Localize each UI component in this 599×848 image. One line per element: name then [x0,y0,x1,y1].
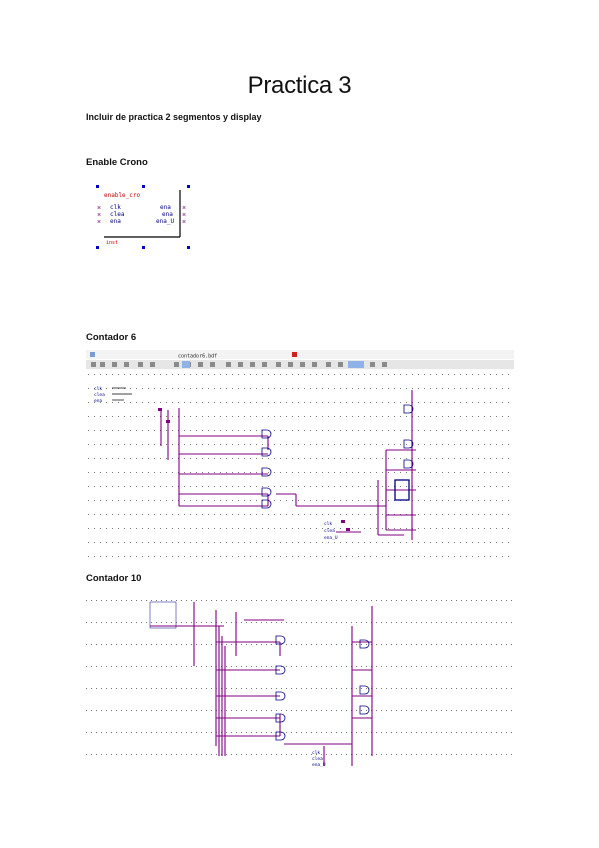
section-heading-contador6: Contador 6 [86,332,137,343]
svg-text:×: × [182,219,186,226]
svg-text:ena: ena [110,218,121,225]
svg-text:ena_U: ena_U [312,762,326,768]
svg-text:×: × [182,212,186,219]
svg-text:clea: clea [312,756,323,762]
svg-text:clea: clea [324,528,335,534]
svg-text:clk: clk [94,386,102,392]
svg-text:inst: inst [106,240,118,246]
svg-text:×: × [97,219,101,226]
window-title: contador6.bdf [178,354,217,360]
svg-text:×: × [97,205,101,212]
svg-text:ena_U: ena_U [156,218,174,225]
svg-text:ena: ena [162,211,173,218]
page-title: Practica 3 [247,72,352,99]
svg-text:ena: ena [94,399,102,404]
svg-text:×: × [97,212,101,219]
svg-text:clea: clea [110,211,125,218]
svg-text:ena_U: ena_U [324,535,338,541]
contador6-schematic: contador6.bdf [86,350,514,557]
contador10-schematic: clk clea ena_U [86,600,512,768]
enable-crono-symbol: enable_cro × × × clk clea ena ena ena en… [96,185,190,249]
svg-text:enable_cro: enable_cro [104,192,141,199]
svg-text:ena: ena [160,204,171,211]
svg-text:clk: clk [324,521,332,527]
svg-text:clea: clea [94,392,105,398]
svg-text:×: × [182,205,186,212]
svg-text:clk: clk [312,750,320,756]
svg-text:clk: clk [110,204,121,211]
section-heading-contador10: Contador 10 [86,573,142,584]
intro-text: Incluir de practica 2 segmentos y displa… [86,112,262,122]
section-heading-enable-crono: Enable Crono [86,157,148,168]
